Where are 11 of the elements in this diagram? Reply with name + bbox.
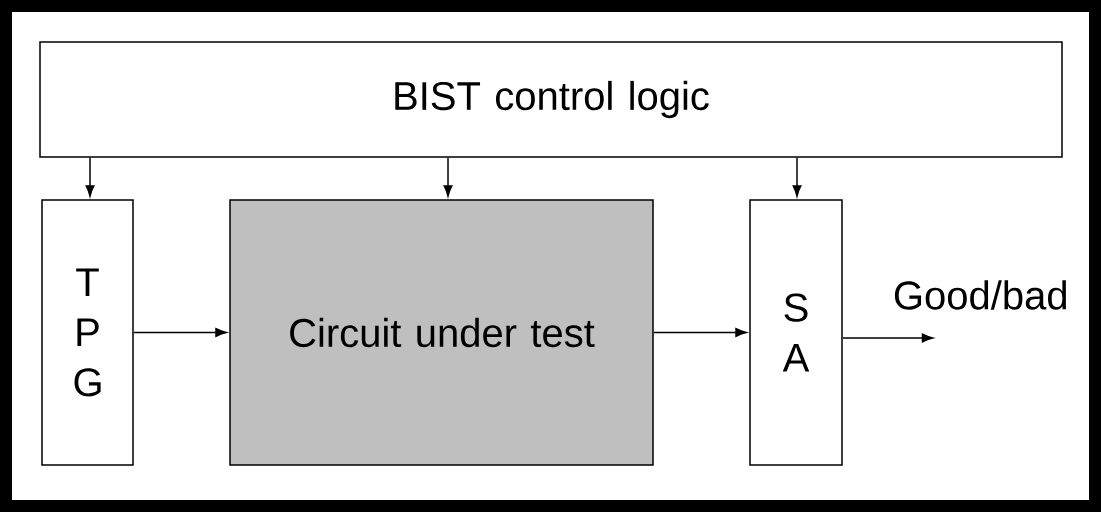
- analyzer-box: S A: [749, 199, 843, 466]
- arrow: [842, 333, 934, 343]
- arrow: [653, 328, 747, 337]
- arrow: [443, 157, 453, 197]
- control-logic-box: BIST control logic: [39, 41, 1063, 158]
- edge-label: Good/bad: [894, 280, 1066, 310]
- arrow: [792, 157, 802, 197]
- arrow: [85, 157, 95, 197]
- circuit-box: Circuit under test: [229, 199, 654, 466]
- arrow: [133, 328, 227, 337]
- generator-box: T P G: [41, 199, 134, 466]
